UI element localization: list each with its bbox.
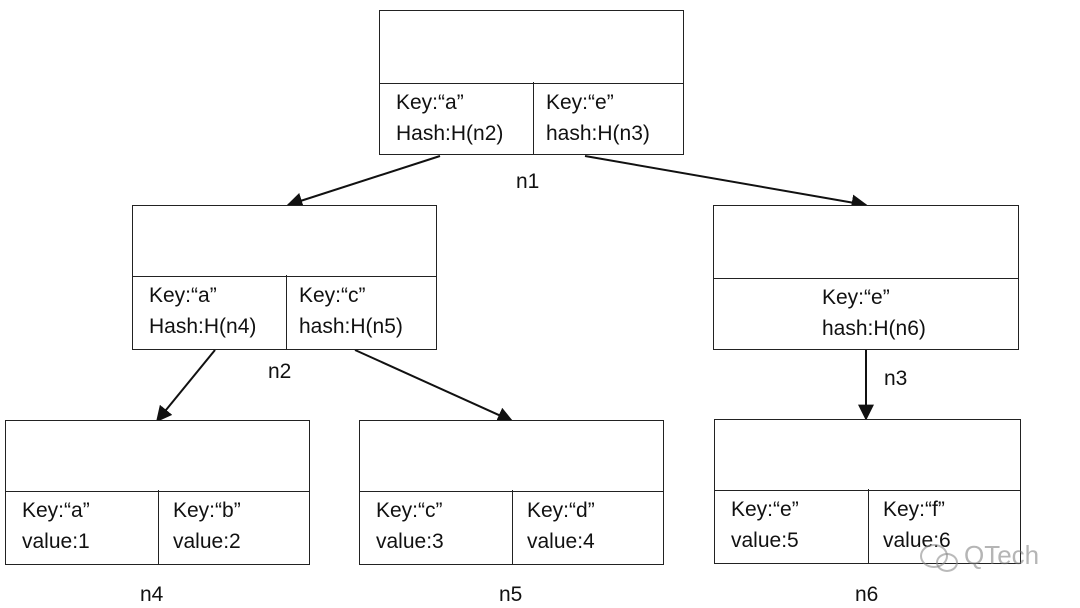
chat-bubbles-icon (920, 542, 960, 573)
node-n5-cell-2: Key:“d” value:4 (512, 490, 663, 564)
cell-hash: hash:H(n5) (299, 315, 403, 338)
cell-value: value:1 (22, 530, 90, 553)
node-n4: Key:“a” value:1 Key:“b” value:2 (5, 420, 310, 565)
cell-key: Key:“a” (396, 91, 464, 114)
node-n1-cell-1: Key:“a” Hash:H(n2) (380, 82, 533, 154)
node-n2-cell-2: Key:“c” hash:H(n5) (286, 275, 436, 349)
node-n2: Key:“a” Hash:H(n4) Key:“c” hash:H(n5) (132, 205, 437, 350)
watermark-text: QTech (964, 540, 1040, 570)
cell-key: Key:“e” (546, 91, 614, 114)
cell-value: value:3 (376, 530, 444, 553)
node-n1-header (380, 11, 683, 84)
node-n4-cell-1: Key:“a” value:1 (6, 490, 158, 564)
node-label-n2: n2 (268, 360, 292, 383)
node-n1: Key:“a” Hash:H(n2) Key:“e” hash:H(n3) (379, 10, 684, 155)
node-n5-cell-1: Key:“c” value:3 (360, 490, 512, 564)
cell-key: Key:“a” (22, 499, 90, 522)
watermark: QTech (920, 540, 1040, 573)
cell-key: Key:“e” (731, 498, 799, 521)
node-n1-cell-2: Key:“e” hash:H(n3) (533, 82, 683, 154)
cell-value: value:5 (731, 529, 799, 552)
node-label-n4: n4 (140, 583, 164, 606)
node-label-n3: n3 (884, 367, 908, 390)
node-n6-header (715, 420, 1020, 491)
node-n2-cell-1: Key:“a” Hash:H(n4) (133, 275, 286, 349)
cell-value: value:2 (173, 530, 241, 553)
edge-n1-n3 (584, 155, 868, 211)
edge-n2-n4 (155, 349, 216, 423)
cell-value: value:4 (527, 530, 595, 553)
cell-key: Key:“a” (149, 284, 217, 307)
cell-key: Key:“c” (299, 284, 366, 307)
node-n2-header (133, 206, 436, 277)
node-label-n1: n1 (516, 170, 540, 193)
cell-hash: hash:H(n3) (546, 122, 650, 145)
cell-key: Key:“d” (527, 499, 595, 522)
node-label-n5: n5 (499, 583, 523, 606)
cell-key: Key:“f” (883, 498, 945, 521)
cell-hash: hash:H(n6) (822, 317, 926, 340)
edge-n1-n2 (286, 155, 441, 209)
node-n5: Key:“c” value:3 Key:“d” value:4 (359, 420, 664, 565)
cell-key: Key:“c” (376, 499, 443, 522)
node-n3-cell-1: Key:“e” hash:H(n6) (714, 277, 1018, 349)
cell-hash: Hash:H(n2) (396, 122, 504, 145)
cell-key: Key:“b” (173, 499, 241, 522)
edge-n2-n5 (354, 349, 514, 423)
node-n5-header (360, 421, 663, 492)
node-n4-header (6, 421, 309, 492)
node-n3-header (714, 206, 1018, 279)
cell-hash: Hash:H(n4) (149, 315, 257, 338)
cell-key: Key:“e” (822, 286, 890, 309)
node-n4-cell-2: Key:“b” value:2 (158, 490, 309, 564)
node-n6: Key:“e” value:5 Key:“f” value:6 (714, 419, 1021, 564)
node-n3: Key:“e” hash:H(n6) (713, 205, 1019, 350)
node-n6-cell-1: Key:“e” value:5 (715, 489, 868, 563)
node-label-n6: n6 (855, 583, 879, 606)
